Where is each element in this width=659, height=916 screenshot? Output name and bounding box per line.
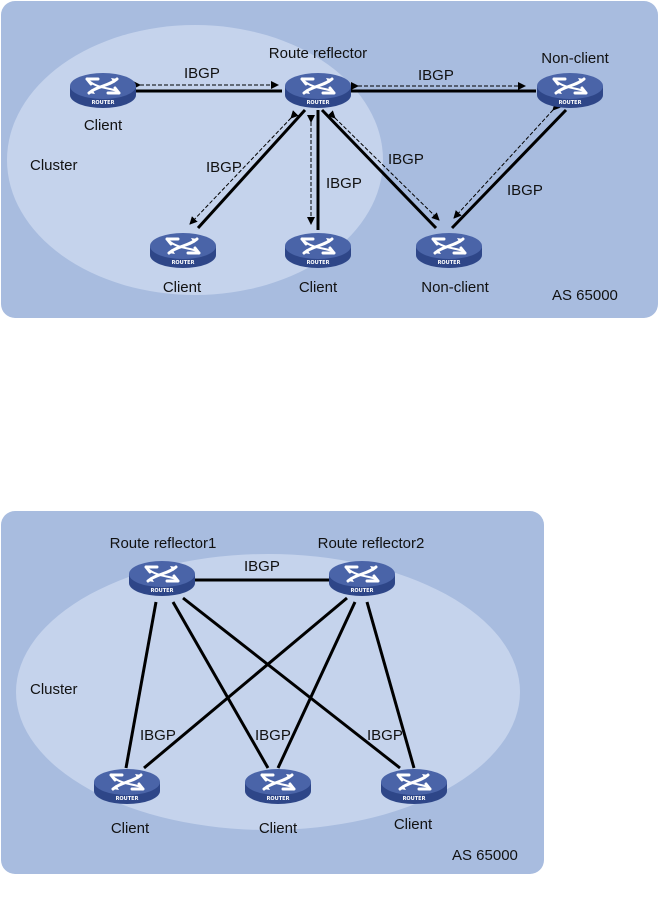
link-c1-rr [133,81,282,93]
ibgp-label: IBGP [140,727,176,744]
link-rr1-c3 [182,596,401,770]
svg-text:ROUTER: ROUTER [172,260,195,266]
router-non-client-1[interactable]: ROUTER [535,71,605,110]
router-client-1[interactable]: ROUTER [68,71,138,110]
ibgp-label: IBGP [255,727,291,744]
ibgp-label: IBGP [418,67,454,84]
svg-text:ROUTER: ROUTER [307,260,330,266]
svg-text:ROUTER: ROUTER [151,588,174,594]
link-rr-nc1 [346,82,536,93]
link-rr-nc2 [320,108,440,230]
svg-text:ROUTER: ROUTER [438,260,461,266]
node-label: Client [163,279,202,296]
node-label: Non-client [541,50,609,67]
node-label: Route reflector1 [110,535,217,552]
cluster-area-2 [16,554,520,830]
router-route-reflector[interactable]: ROUTER [283,71,353,110]
svg-text:ROUTER: ROUTER [403,796,426,802]
cluster-label: Cluster [30,681,78,698]
node-label: Client [299,279,338,296]
link-rr1-c2 [171,601,270,769]
as-label: AS 65000 [552,287,618,304]
ibgp-label: IBGP [507,182,543,199]
node-label: Route reflector2 [318,535,425,552]
svg-text:ROUTER: ROUTER [351,588,374,594]
svg-text:ROUTER: ROUTER [92,100,115,106]
node-label: Non-client [421,279,489,296]
node-label: Client [394,816,433,833]
diagram-2: IBGP IBGP IBGP IBGP ROUTER ROUTER ROUTER… [1,511,544,874]
ibgp-label: IBGP [184,65,220,82]
ibgp-label: IBGP [244,558,280,575]
link-rr2-c1 [143,596,348,770]
link-rr2-c2 [276,601,357,769]
node-label: Client [259,820,298,837]
diagram-1: IBGP IBGP IBGP IBGP IBGP IBGP ROUTER ROU… [1,1,658,318]
links-2 [124,578,416,770]
router-client-2[interactable]: ROUTER [243,767,313,806]
link-rr2-c3 [365,601,416,769]
svg-text:ROUTER: ROUTER [116,796,139,802]
router-client-3[interactable]: ROUTER [379,767,449,806]
link-rr-c3 [307,110,320,230]
router-client-1[interactable]: ROUTER [92,767,162,806]
svg-text:ROUTER: ROUTER [267,796,290,802]
svg-text:ROUTER: ROUTER [559,100,582,106]
router-route-reflector-1[interactable]: ROUTER [127,559,197,598]
ibgp-label: IBGP [326,175,362,192]
link-rr1-c1 [124,601,158,769]
cluster-label: Cluster [30,157,78,174]
router-non-client-2[interactable]: ROUTER [414,231,484,270]
node-label: Client [84,117,123,134]
ibgp-label: IBGP [206,159,242,176]
ibgp-label: IBGP [367,727,403,744]
svg-text:ROUTER: ROUTER [307,100,330,106]
link-rr-c2 [189,108,307,230]
router-client-3[interactable]: ROUTER [283,231,353,270]
link-nc1-nc2 [450,102,568,230]
node-label: Route reflector [269,45,367,62]
router-route-reflector-2[interactable]: ROUTER [327,559,397,598]
node-label: Client [111,820,150,837]
ibgp-label: IBGP [388,151,424,168]
as-label: AS 65000 [452,847,518,864]
router-client-2[interactable]: ROUTER [148,231,218,270]
